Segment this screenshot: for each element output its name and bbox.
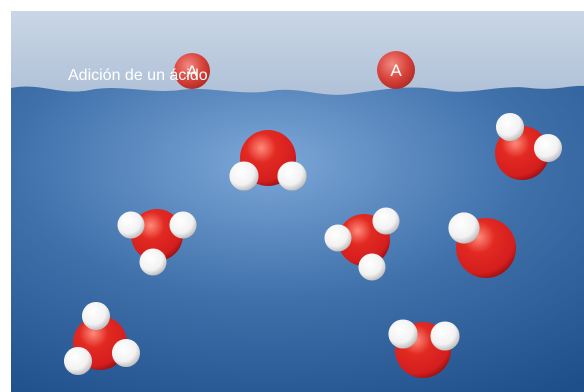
water-body [11,85,584,392]
water-molecule [448,212,516,278]
hydrogen-atom [117,211,145,239]
acid-ion-label: A [186,62,198,81]
hydrogen-atom [229,161,259,191]
hydrogen-atom [139,248,167,276]
acid-ion-sphere [377,51,415,89]
hydrogen-atom [169,211,197,239]
water-molecule [388,319,460,378]
acid-ion-label: A [390,61,402,80]
hydrogen-atom [430,321,460,351]
hydrogen-atom [63,346,93,376]
caption-label: Adición de un ácido [68,67,208,84]
hydrogen-atom [372,207,400,235]
water-molecule [229,130,307,191]
hydrogen-atom [448,212,480,244]
water-molecule-layer [63,112,563,378]
hydrogen-atom [324,224,352,252]
acid-ion-sphere [174,53,210,89]
hydrogen-atom [81,301,111,331]
water-molecule [324,207,400,281]
hydrogen-atom [277,161,307,191]
acid-ion: A [377,51,415,89]
water-molecule [117,209,197,276]
hydrogen-atom [388,319,418,349]
hydrogen-atom [495,112,525,142]
acid-ion: A [174,53,210,89]
water-molecule [63,301,141,376]
water-molecule [495,112,563,180]
hydrogen-atom [111,338,141,368]
sky-background [11,11,584,101]
hydrogen-atom [358,253,386,281]
hydrogen-atom [533,133,563,163]
